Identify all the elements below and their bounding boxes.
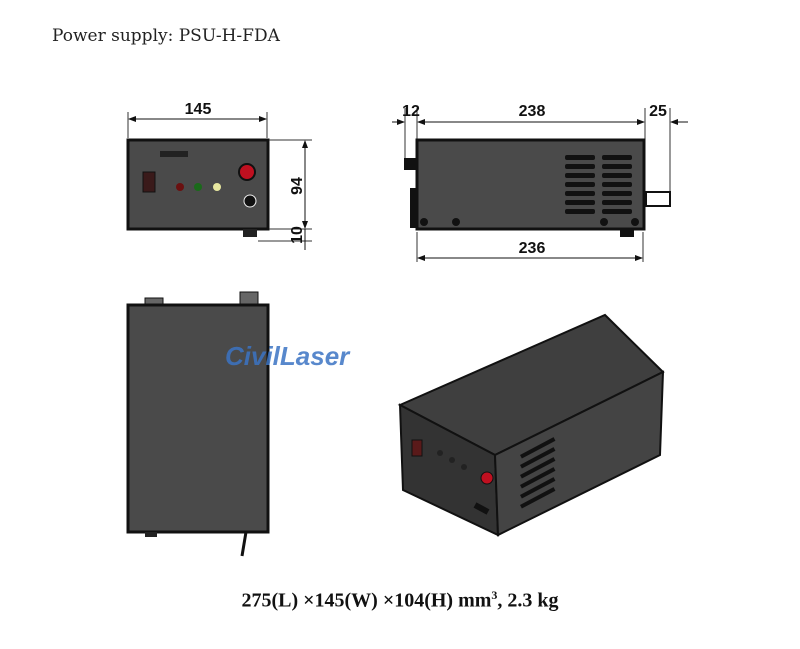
caption-weight: , 2.3 kg (497, 589, 559, 612)
top-view (126, 291, 270, 557)
dim-rear-protrusion: 25 (649, 103, 667, 120)
dim-front-width: 145 (185, 101, 212, 118)
isometric-view (397, 313, 665, 537)
side-view: 12 238 25 236 (392, 103, 688, 262)
dim-side-length: 238 (519, 103, 546, 120)
caption-main: 275(L) ×145(W) ×104(H) mm (241, 589, 492, 612)
page-title: Power supply: PSU-H-FDA (52, 26, 280, 46)
caption-superscript: 3 (491, 588, 498, 602)
dim-foot-height: 10 (289, 226, 306, 244)
dimensions-caption: 275(L) ×145(W) ×104(H) mm3, 2.3 kg (0, 588, 800, 613)
dim-front-protrusion: 12 (402, 103, 420, 120)
dim-side-base-length: 236 (519, 240, 546, 257)
front-view: 145 94 10 (126, 101, 312, 250)
watermark-logo: CivilLaser (225, 341, 351, 371)
dim-front-height: 94 (289, 177, 306, 195)
